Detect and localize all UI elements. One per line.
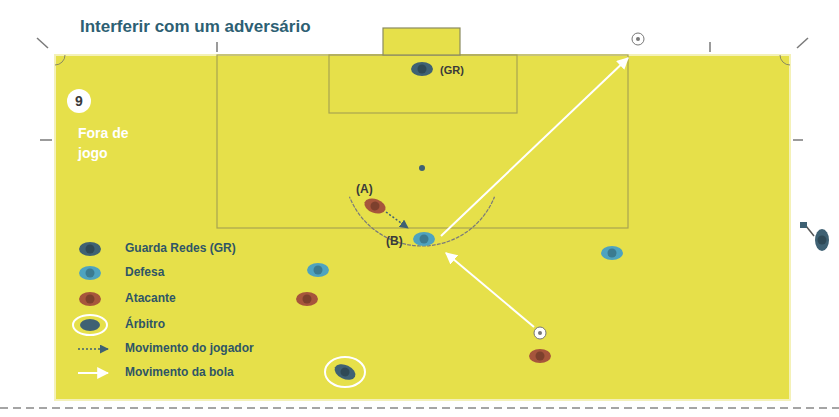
penalty-area [217,55,628,228]
player-movement-arrow [386,212,408,228]
legend-text: Movimento do jogador [125,341,254,355]
pitch-ground [55,55,790,400]
corner-mark [797,38,808,48]
defender-figure [307,263,329,277]
goal [383,28,460,55]
referee-figure-head [339,366,351,378]
assistant-referee-figure-head [818,236,827,245]
attacker-figure [362,196,387,217]
legend-swatch [72,261,116,285]
legend-player-icon [79,292,101,306]
attacker-figure-head [536,352,545,361]
ball-movement-arrow [441,58,628,236]
legend-player-head [86,245,95,254]
attacker-figure-body [296,292,318,306]
attacker-figure-body [362,196,387,217]
legend-player-head [86,295,95,304]
ball-movement-arrow [446,253,534,327]
ball [534,327,546,339]
ball-patch [636,37,640,41]
corner-arc [780,55,790,65]
goalkeeper-figure-head [418,65,427,74]
legend-player-icon [79,242,101,256]
legend-text: Movimento da bola [125,365,234,379]
referee-figure-body [332,361,358,383]
callout-number-badge: 9 [67,89,91,113]
legend-swatch [72,237,116,261]
attacker-figure-head [303,295,312,304]
defender-figure [413,232,435,246]
legend-swatch [72,361,116,385]
defender-figure-head [420,235,429,244]
player-label: (A) [356,181,373,198]
referee-figure [332,361,358,383]
attacker-figure-head [369,200,381,212]
legend-text: Atacante [125,291,176,305]
legend-player-head [86,269,95,278]
goal-area [329,55,517,113]
flag-pole [806,226,814,236]
goalkeeper-figure [411,62,433,76]
legend-text: Árbitro [125,317,165,331]
defender-figure-body [601,246,623,260]
goalkeeper-figure-body [411,62,433,76]
tick-mark [793,139,803,141]
legend-ball-move-line [78,372,108,374]
legend-swatch [72,337,116,361]
defender-figure-body [307,263,329,277]
corner-mark [37,38,48,48]
assistant-referee-figure-body [815,229,829,251]
attacker-figure [296,292,318,306]
attacker-figure-body [529,349,551,363]
diagram-title: Interferir com um adversário [80,17,311,37]
assistant-referee-figure [815,229,829,251]
legend-referee-icon [80,319,100,331]
corner-arc [55,55,65,65]
defender-figure-body [413,232,435,246]
defender-figure-head [608,249,617,258]
legend-text: Defesa [125,265,164,279]
player-label: (GR) [440,63,464,78]
halfway-dashed-line [0,407,839,409]
tick-mark [216,42,218,52]
legend-text: Guarda Redes (GR) [125,241,236,255]
player-label: (B) [386,233,403,250]
flag [800,222,807,228]
legend-player-icon [79,266,101,280]
penalty-spot [419,165,425,171]
referee-ring [325,357,365,387]
tick-mark [40,139,52,141]
figure-caption: Fora de jogo [78,124,148,163]
tick-mark [709,42,711,52]
ball [632,33,644,45]
legend-player-move-line [78,348,108,350]
legend-swatch [72,313,116,337]
legend-swatch [72,287,116,311]
ball-body [632,33,644,45]
ball-body [534,327,546,339]
defender-figure [601,246,623,260]
ball-patch [538,331,542,335]
attacker-figure [529,349,551,363]
callout-number: 9 [75,93,83,109]
legend-referee-ring [73,315,107,335]
penalty-arc [349,197,494,246]
defender-figure-head [314,266,323,275]
